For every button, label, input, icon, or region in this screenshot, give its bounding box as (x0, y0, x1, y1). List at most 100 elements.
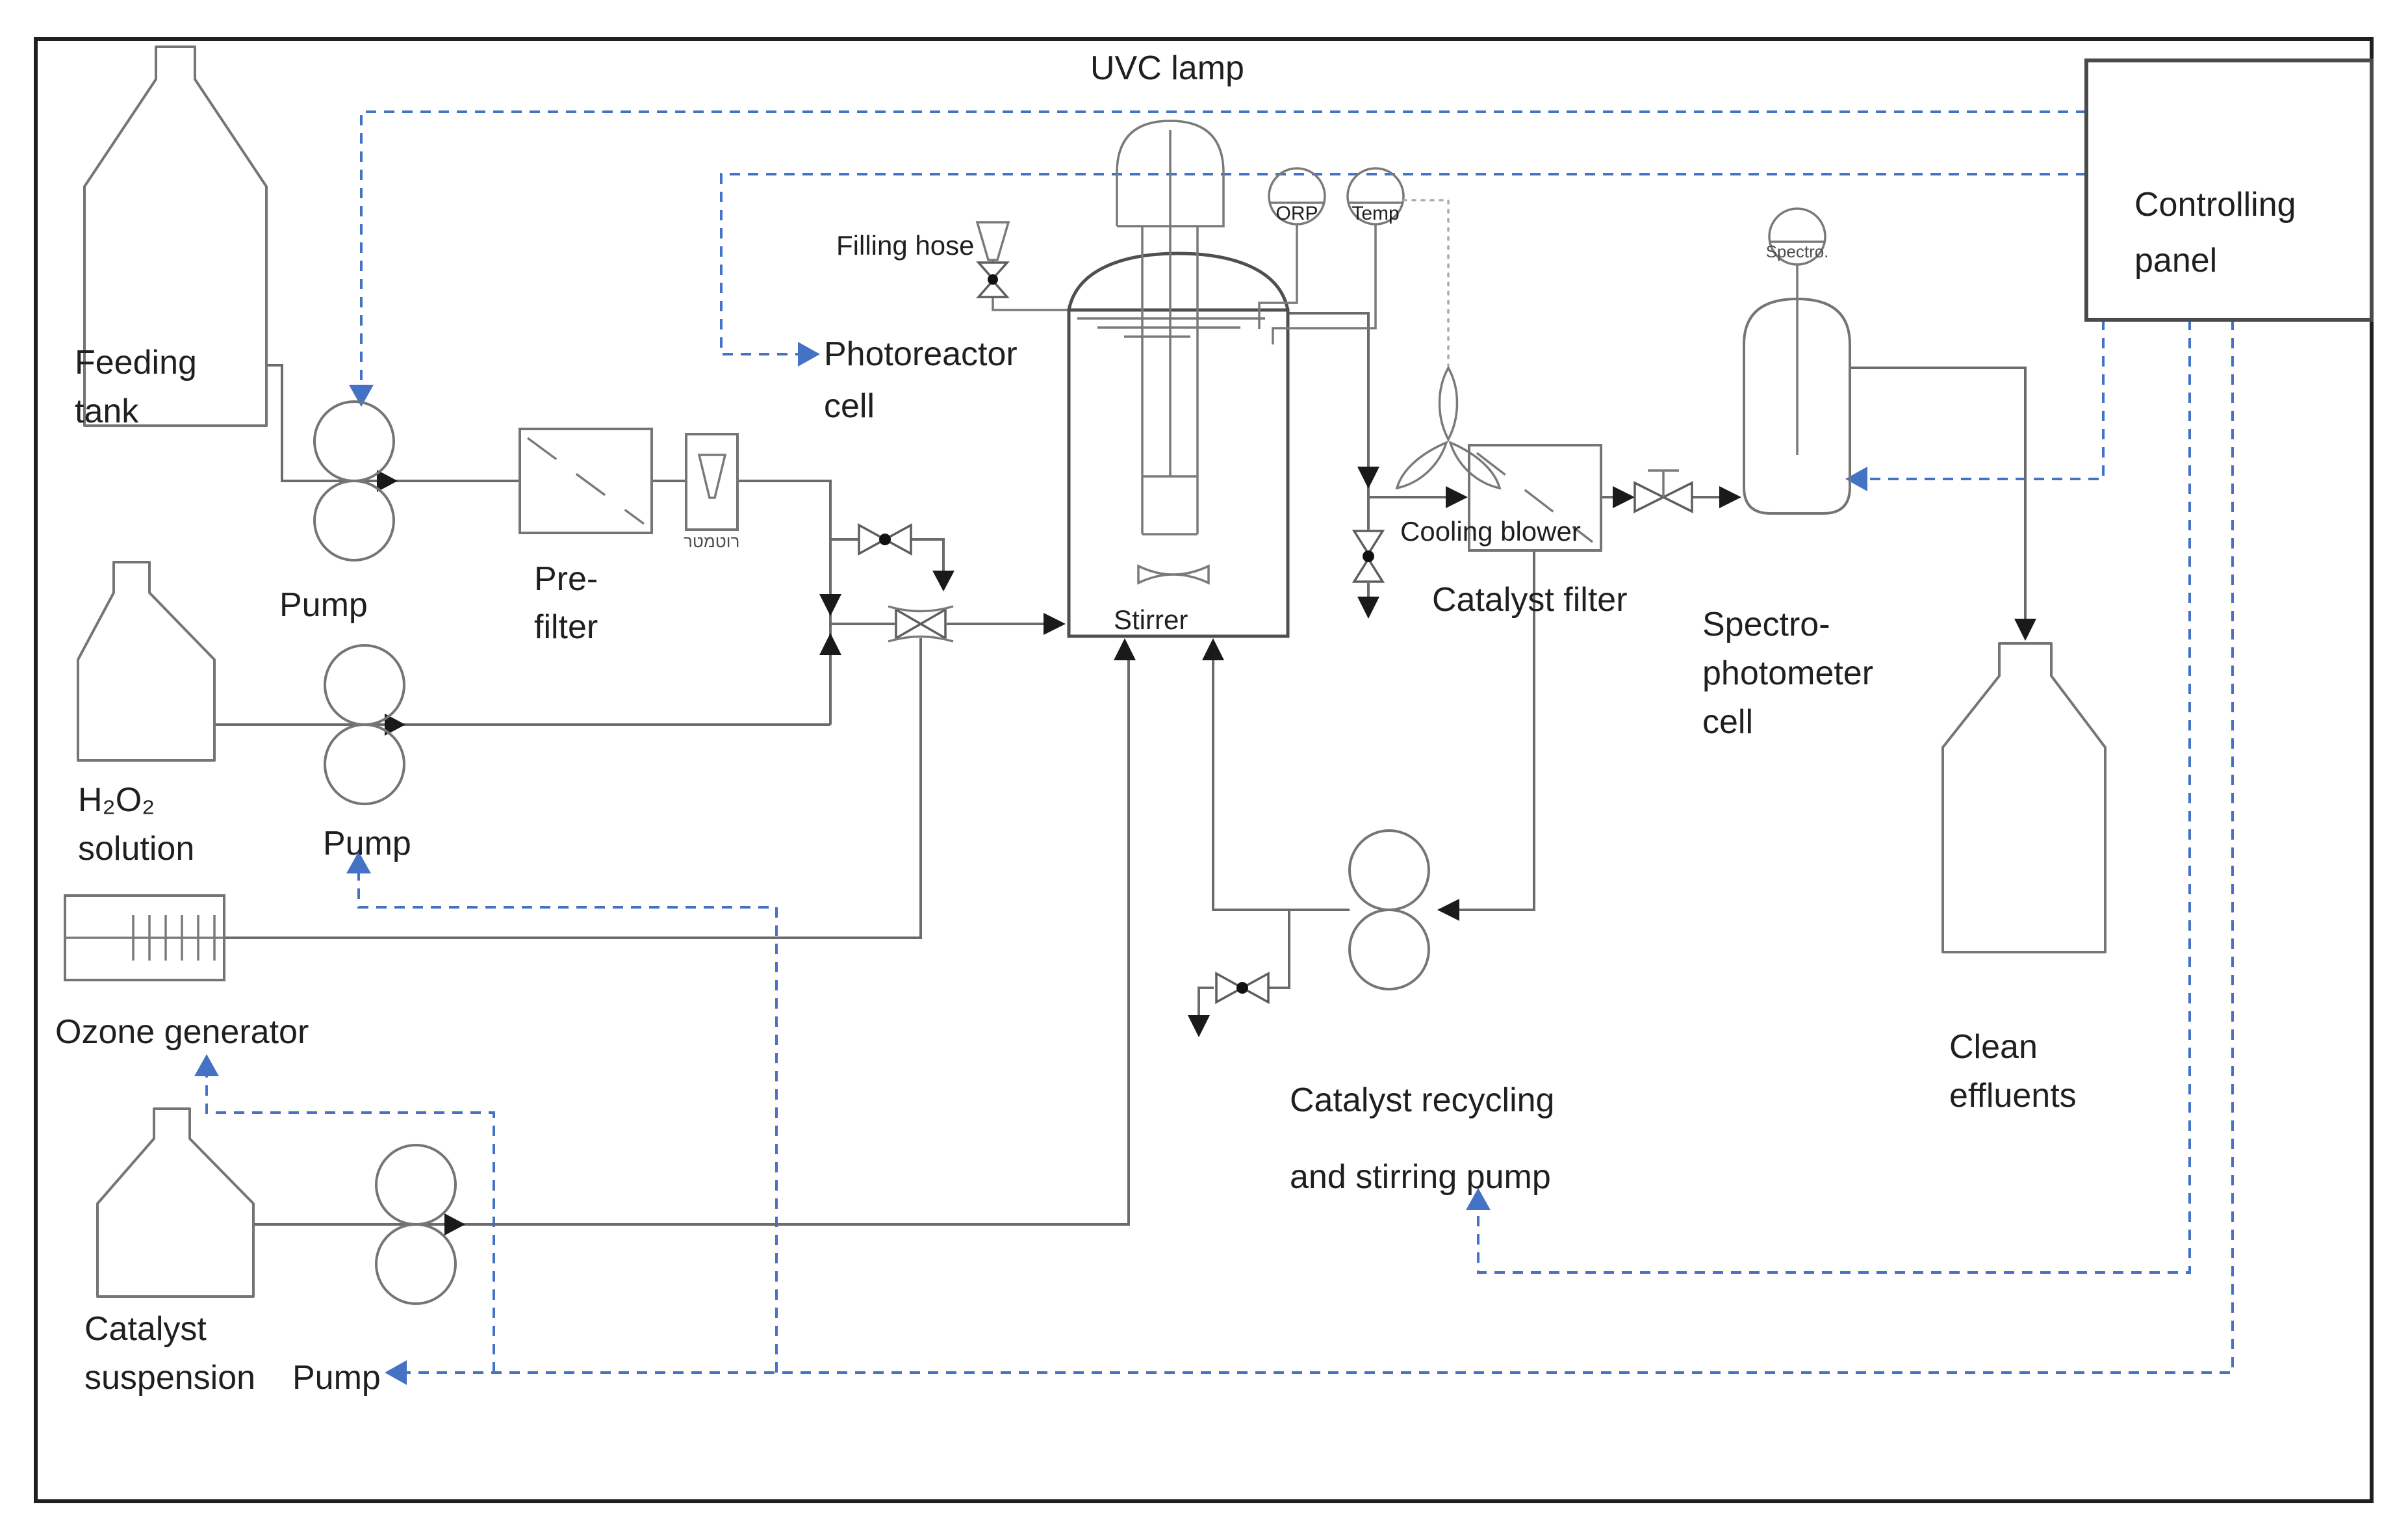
controlling-panel-label-2: panel (2134, 242, 2217, 279)
h2o2-pump (324, 644, 405, 805)
pipe-recycle-drain (1198, 910, 1290, 1019)
recycling-pump-label-1: Catalyst recycling (1290, 1081, 1554, 1119)
stirrer-label: Stirrer (1114, 604, 1188, 635)
reactor-inlet-control-valve (888, 605, 954, 643)
catalyst-pump-label: Pump (292, 1359, 381, 1397)
filling-hose-label: Filling hose (836, 230, 974, 261)
arrow-left-catalyst-pump (385, 1360, 407, 1385)
arrow-into-reactor (1044, 613, 1066, 635)
arrow-up-recycling-pump (1466, 1188, 1491, 1210)
spectro-cell-vessel (1743, 297, 1851, 515)
pipe-filling-hose (992, 296, 1069, 311)
temp-to-blower-signal (1402, 199, 1450, 367)
ozone-generator-electrodes-icon (65, 915, 224, 961)
h2o2-pump-roller-bottom (324, 723, 405, 805)
catalyst-pump-roller-bottom (375, 1223, 457, 1305)
clean-effluents-label-1: Clean (1949, 1028, 2038, 1066)
arrow-into-recycle-pump (1437, 899, 1459, 921)
arrow-recycle-into-reactor (1202, 638, 1224, 660)
control-line-recycling-pump (1477, 320, 2191, 1274)
pipe-catalyst-feed (253, 658, 1130, 1226)
arrow-into-effluents (2014, 619, 2036, 641)
recycle-drain-valve (1215, 972, 1270, 1004)
catalyst-filter-box (1468, 444, 1602, 552)
funnel-icon (975, 221, 1010, 261)
clean-effluents-tank (1941, 642, 2107, 953)
quartz-sleeve (1141, 226, 1199, 536)
control-line-catalyst-pump (407, 320, 2234, 1374)
catalyst-pump-roller-top (375, 1144, 457, 1226)
arrow-right-photoreactor (798, 342, 820, 367)
recycling-pump-label-2: and stirring pump (1290, 1158, 1551, 1196)
uvc-lamp-housing (1116, 120, 1225, 227)
liquid-level-lines (1077, 317, 1265, 338)
arrow-down-feed-pump (349, 385, 374, 407)
controlling-panel-label-1: Controlling (2134, 186, 2296, 224)
pipe-filter-to-recycle-pump (1441, 550, 1535, 911)
control-signal-lines (194, 110, 2234, 1385)
clean-effluents-label-2: effluents (1949, 1077, 2077, 1115)
prefilter-box (519, 428, 653, 534)
temp-sensor (1272, 167, 1405, 344)
h2o2-pump-label: Pump (323, 825, 411, 862)
diagram-border (34, 37, 2374, 1503)
controlling-panel (2084, 58, 2374, 322)
arrow-left-spectro-cell (1845, 467, 1867, 491)
arrow-into-filter (1446, 486, 1468, 508)
tee-drain-valve (1351, 530, 1385, 583)
h2o2-label-2: solution (78, 830, 194, 868)
orp-sensor-label: ORP (1275, 203, 1318, 224)
arrow-catalyst-into-reactor (1114, 638, 1136, 660)
catalyst-tank-label-2: suspension (84, 1359, 255, 1397)
spectro-cell-label-1: Spectro- (1702, 606, 1830, 643)
h2o2-tank (77, 561, 216, 762)
ozone-generator-label: Ozone generator (55, 1013, 309, 1051)
pipe-sample-drain-top (830, 538, 945, 571)
pipe-reactor-outlet (1288, 312, 1465, 498)
arrow-into-cell (1719, 486, 1741, 508)
arrow-up-ozone (194, 1054, 219, 1076)
arrow-sample-drain-top (932, 571, 954, 591)
feed-pump-roller-top (313, 400, 395, 482)
feeding-tank (83, 45, 268, 427)
photoreactor-cell (1067, 120, 1290, 638)
feed-pump-label: Pump (279, 586, 368, 624)
feeding-tank-label-1: Feeding (75, 344, 197, 381)
arrow-recycle-drain (1188, 1015, 1210, 1037)
pipe-ozone-line (224, 638, 922, 939)
control-branch-h2o2-pump (357, 873, 778, 1373)
prefilter-label-2: filter (534, 608, 598, 646)
spectro-sensor-label: Spectro. (1766, 242, 1829, 261)
cooling-blower-label: Cooling blower (1400, 516, 1581, 547)
arrow-outlet-down (1357, 467, 1379, 489)
arrow-catalyst-pump-out (444, 1213, 465, 1235)
filling-hose-valve-dot (988, 274, 998, 285)
catalyst-tank-label-1: Catalyst (84, 1310, 207, 1348)
photoreactor-label-1: Photoreactor (824, 335, 1018, 373)
orp-sensor (1258, 167, 1326, 329)
spectrophotometer-cell (1743, 207, 1851, 515)
pipe-recycle-return (1212, 658, 1350, 911)
fan-blade-top (1438, 365, 1459, 442)
feed-pump (313, 400, 395, 562)
uvc-lamp-label: UVC lamp (1090, 49, 1244, 87)
stirrer-impeller-icon (1137, 564, 1210, 585)
spectro-cell-label-2: photometer (1702, 654, 1873, 692)
flow-meter-float-icon (697, 454, 727, 499)
temp-sensor-stem (1272, 224, 1377, 344)
control-branch-ozone (205, 1076, 495, 1373)
cell-inlet-valve (1633, 469, 1693, 513)
catalyst-filter-label: Catalyst filter (1432, 581, 1628, 619)
cooling-blower (1395, 365, 1502, 490)
process-piping (214, 296, 2027, 1226)
arrow-h2o2-pump-out (385, 714, 405, 736)
fan-blade-left (1395, 440, 1448, 490)
arrow-feed-pump-out (377, 470, 398, 492)
spectro-sensor-bulb (1768, 207, 1826, 266)
fan-blade-right (1448, 440, 1502, 490)
pipe-prefilter-to-junction (652, 480, 832, 725)
recycling-pump-roller-bottom (1348, 909, 1430, 990)
arrow-h2o2-up-junction (819, 633, 841, 655)
